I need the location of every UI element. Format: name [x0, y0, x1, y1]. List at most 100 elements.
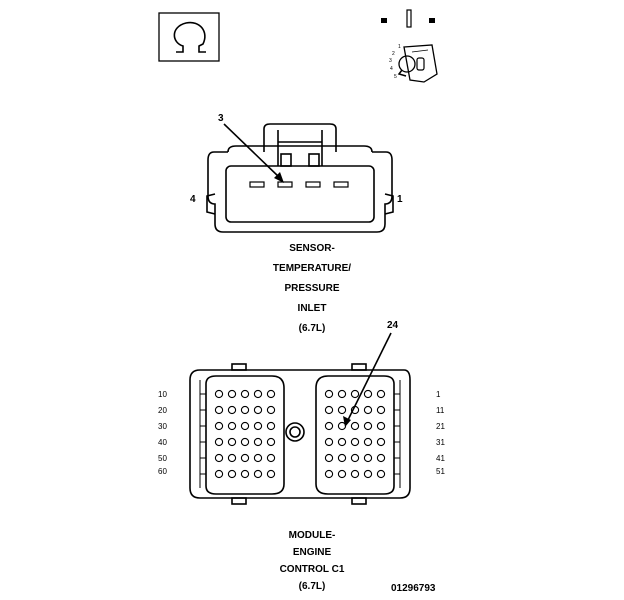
module-pin-grid — [214, 389, 386, 479]
module-pin — [227, 437, 237, 447]
module-pin — [376, 453, 386, 463]
module-pin — [214, 389, 224, 399]
module-pin — [266, 405, 276, 415]
module-pin — [240, 405, 250, 415]
sensor-caption-line: TEMPERATURE/ — [272, 263, 352, 274]
module-pin — [227, 389, 237, 399]
module-right-row-label: 21 — [436, 422, 445, 431]
module-connector-body — [189, 363, 411, 505]
module-right-row-label: 41 — [436, 454, 445, 463]
module-pin — [240, 389, 250, 399]
module-pin — [253, 389, 263, 399]
module-pin — [227, 421, 237, 431]
module-pin — [350, 437, 360, 447]
module-pin — [363, 469, 373, 479]
key-position-label: 1 — [398, 44, 401, 50]
module-caption-line: (6.7L) — [298, 581, 326, 592]
module-pin — [214, 453, 224, 463]
module-pin — [324, 453, 334, 463]
module-pin — [227, 405, 237, 415]
module-pin — [363, 405, 373, 415]
sensor-pin-2 — [305, 181, 321, 188]
module-left-row-label: 60 — [158, 467, 167, 476]
module-pin — [253, 453, 263, 463]
module-pin — [324, 469, 334, 479]
module-pin — [266, 437, 276, 447]
module-pin — [214, 421, 224, 431]
module-pin — [266, 421, 276, 431]
sensor-pin-left-label: 4 — [190, 194, 196, 205]
module-pin — [324, 405, 334, 415]
module-pin — [266, 453, 276, 463]
module-pin — [376, 421, 386, 431]
module-left-row-label: 20 — [158, 406, 167, 415]
module-pin — [324, 421, 334, 431]
module-left-row-label: 10 — [158, 390, 167, 399]
module-right-row-label: 51 — [436, 467, 445, 476]
module-left-row-label: 30 — [158, 422, 167, 431]
module-pin — [363, 453, 373, 463]
module-pin — [350, 421, 360, 431]
key-position-label: 5 — [394, 74, 397, 80]
module-pin — [337, 469, 347, 479]
module-pin — [337, 405, 347, 415]
key-position-label: 2 — [392, 51, 395, 57]
sensor-caption-line: INLET — [297, 303, 327, 314]
module-pin-callout-label: 24 — [387, 320, 399, 331]
module-left-row-label: 40 — [158, 438, 167, 447]
sensor-callout-arrow — [223, 123, 284, 183]
module-pin — [227, 469, 237, 479]
module-pin — [214, 437, 224, 447]
module-pin — [253, 469, 263, 479]
module-pin — [266, 389, 276, 399]
module-caption-line: MODULE- — [288, 530, 336, 541]
module-pin — [350, 453, 360, 463]
sensor-pin-right-label: 1 — [397, 194, 403, 205]
sensor-pin-slots — [249, 181, 349, 188]
module-caption-line: ENGINE — [292, 547, 332, 558]
module-pin — [363, 437, 373, 447]
module-pin — [240, 437, 250, 447]
sensor-pin-callout-label: 3 — [218, 113, 224, 124]
module-pin — [363, 421, 373, 431]
module-pin — [266, 469, 276, 479]
module-pin — [214, 469, 224, 479]
module-right-row-label: 11 — [436, 406, 445, 415]
module-pin — [363, 389, 373, 399]
module-pin — [253, 405, 263, 415]
module-pin — [337, 437, 347, 447]
module-pin — [376, 437, 386, 447]
sensor-pin-1 — [333, 181, 349, 188]
sensor-caption-line: PRESSURE — [284, 283, 340, 294]
module-pin — [240, 469, 250, 479]
module-callout-arrow — [343, 332, 392, 427]
module-pin — [376, 405, 386, 415]
module-pin — [214, 405, 224, 415]
module-pin — [240, 453, 250, 463]
module-pin — [350, 389, 360, 399]
module-pin — [253, 421, 263, 431]
figure-id: 01296793 — [391, 583, 436, 594]
sensor-caption-line: (6.7L) — [298, 323, 326, 334]
module-pin — [324, 389, 334, 399]
module-pin — [240, 421, 250, 431]
sensor-caption-line: SENSOR- — [289, 243, 335, 254]
module-right-row-label: 1 — [436, 390, 441, 399]
module-left-row-label: 50 — [158, 454, 167, 463]
omega-icon — [158, 12, 220, 62]
module-pin — [324, 437, 334, 447]
module-pin — [376, 389, 386, 399]
key-icon — [381, 9, 438, 83]
module-pin — [350, 469, 360, 479]
module-pin — [227, 453, 237, 463]
module-pin — [337, 453, 347, 463]
module-pin — [337, 389, 347, 399]
sensor-pin-4 — [249, 181, 265, 188]
sensor-connector-body — [206, 123, 394, 233]
sensor-pin-3 — [277, 181, 293, 188]
module-right-row-label: 31 — [436, 438, 445, 447]
key-position-label: 3 — [389, 58, 392, 64]
module-pin — [376, 469, 386, 479]
key-position-label: 4 — [390, 66, 393, 72]
